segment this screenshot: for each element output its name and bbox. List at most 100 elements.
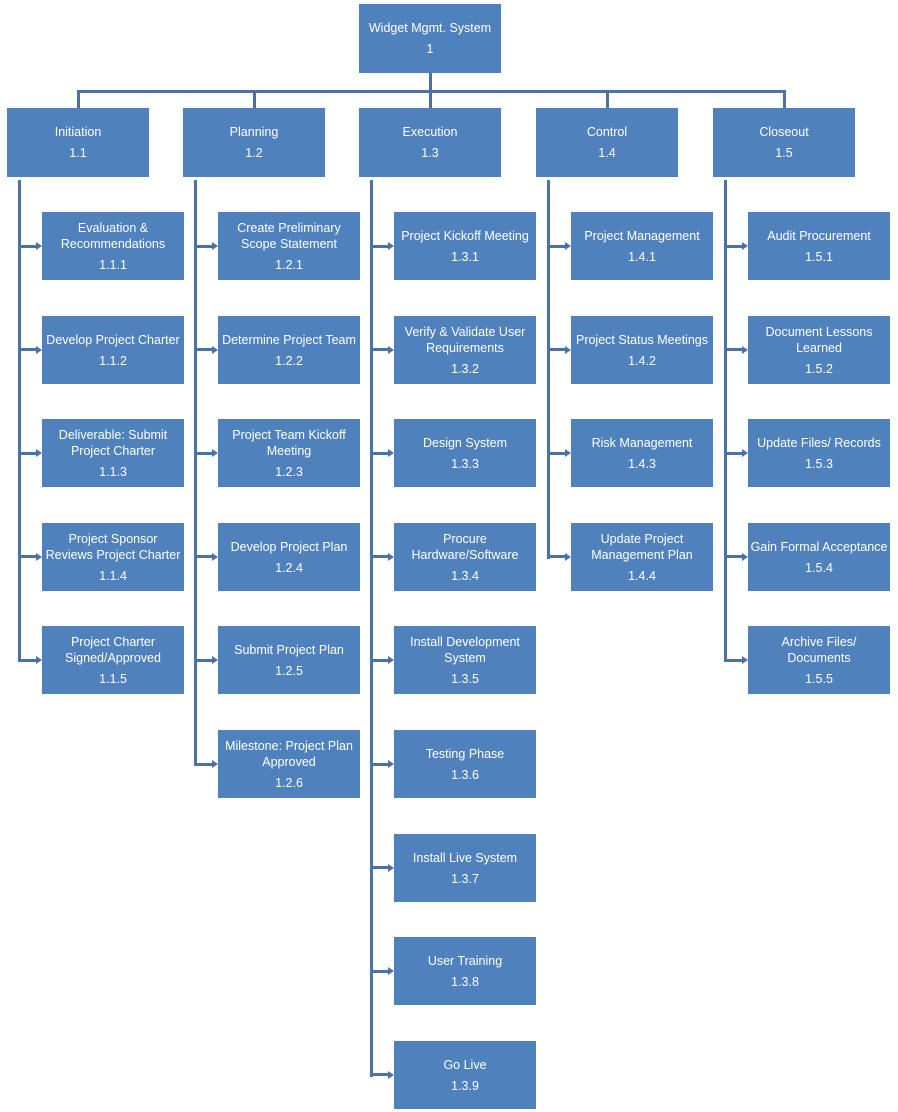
task-node-1-2-6-label: Milestone: Project Plan Approved — [225, 738, 353, 769]
task-node-1-3-9-code: 1.3.9 — [451, 1078, 479, 1093]
child-connector-1-2-1 — [194, 244, 213, 248]
phase-node-execution-code: 1.3 — [421, 146, 439, 160]
child-connector-1-3-2 — [370, 348, 389, 352]
connector-arrowhead-1-1-5 — [36, 656, 42, 665]
phase-node-initiation: Initiation 1.1 — [7, 108, 149, 177]
child-connector-1-3-8 — [370, 969, 389, 973]
root-node-label: Widget Mgmt. System — [368, 21, 492, 35]
task-node-1-2-2-code: 1.2.2 — [275, 353, 303, 368]
connector-arrowhead-1-5-3 — [742, 449, 748, 458]
task-node-1-3-7: Install Live System 1.3.7 — [394, 834, 536, 902]
task-node-1-2-5-code: 1.2.5 — [275, 663, 303, 678]
connector-arrowhead-1-3-6 — [388, 760, 394, 768]
task-node-1-1-3-label: Deliverable: Submit Project Charter — [58, 427, 168, 458]
phase-node-initiation-label: Initiation — [54, 125, 102, 139]
task-node-1-5-2-label: Document Lessons Learned — [765, 324, 873, 355]
child-connector-1-2-6 — [194, 762, 213, 766]
task-node-1-3-7-label: Install Live System — [412, 850, 518, 865]
task-node-1-3-1-label: Project Kickoff Meeting — [401, 228, 529, 243]
phase-spine-5 — [724, 180, 727, 663]
task-node-1-3-4-code: 1.3.4 — [451, 568, 479, 583]
task-node-1-3-1: Project Kickoff Meeting 1.3.1 — [394, 212, 536, 280]
task-node-1-3-3-code: 1.3.3 — [451, 456, 479, 471]
task-node-1-5-3-code: 1.5.3 — [805, 456, 833, 471]
connector-arrowhead-1-3-2 — [388, 345, 394, 354]
phase-node-closeout-label: Closeout — [759, 125, 809, 139]
connector-arrowhead-1-3-9 — [388, 1070, 394, 1079]
task-node-1-3-5-label: Install Development System — [410, 634, 520, 665]
task-node-1-4-3-code: 1.4.3 — [628, 456, 656, 471]
task-node-1-1-4-label: Project Sponsor Reviews Project Charter — [45, 531, 181, 562]
task-node-1-3-9-label: Go Live — [443, 1057, 487, 1072]
task-node-1-3-3: Design System 1.3.3 — [394, 419, 536, 487]
child-connector-1-1-2 — [18, 348, 37, 352]
connector-arrowhead-1-1-1 — [36, 242, 42, 250]
task-node-1-1-3-code: 1.1.3 — [99, 464, 127, 479]
task-node-1-2-1-label: Create Preliminary Scope Statement — [237, 220, 341, 251]
phase-spine-3 — [370, 180, 373, 1077]
task-node-1-2-5-label: Submit Project Plan — [234, 642, 344, 657]
task-node-1-3-7-code: 1.3.7 — [451, 871, 479, 886]
connector-arrowhead-1-2-2 — [212, 345, 218, 354]
task-node-1-1-1-label: Evaluation & Recommendations — [60, 220, 166, 251]
task-node-1-4-4: Update Project Management Plan 1.4.4 — [571, 523, 713, 591]
task-node-1-2-4-label: Develop Project Plan — [230, 539, 348, 554]
connector-arrowhead-1-5-5 — [742, 656, 748, 665]
phase-connector-1 — [76, 91, 80, 108]
child-connector-1-2-4 — [194, 555, 213, 559]
child-connector-1-3-1 — [370, 244, 389, 248]
child-connector-1-5-5 — [724, 658, 743, 662]
task-node-1-3-3-label: Design System — [422, 435, 508, 450]
connector-arrowhead-1-3-7 — [388, 863, 394, 872]
task-node-1-2-4-code: 1.2.4 — [275, 560, 303, 575]
connector-arrowhead-1-1-2 — [36, 345, 42, 354]
task-node-1-1-4-code: 1.1.4 — [99, 568, 127, 583]
child-connector-1-4-3 — [547, 451, 566, 455]
connector-arrowhead-1-5-1 — [742, 242, 748, 250]
phase-spine-1 — [18, 180, 21, 663]
connector-arrowhead-1-5-4 — [742, 552, 748, 561]
task-node-1-5-2-code: 1.5.2 — [805, 361, 833, 376]
phase-node-planning: Planning 1.2 — [183, 108, 325, 177]
task-node-1-3-2-code: 1.3.2 — [451, 361, 479, 376]
child-connector-1-1-3 — [18, 451, 37, 455]
task-node-1-4-2-code: 1.4.2 — [628, 353, 656, 368]
task-node-1-5-4: Gain Formal Acceptance 1.5.4 — [748, 523, 890, 591]
task-node-1-3-8-code: 1.3.8 — [451, 974, 479, 989]
task-node-1-4-1-label: Project Management — [584, 228, 700, 243]
task-node-1-4-4-code: 1.4.4 — [628, 568, 656, 583]
phase-connector-3 — [428, 91, 432, 108]
task-node-1-2-4: Develop Project Plan 1.2.4 — [218, 523, 360, 591]
task-node-1-1-2-label: Develop Project Charter — [46, 332, 180, 347]
task-node-1-5-4-code: 1.5.4 — [805, 560, 833, 575]
child-connector-1-1-4 — [18, 555, 37, 559]
phase-node-planning-label: Planning — [229, 125, 279, 139]
phase-node-initiation-code: 1.1 — [69, 146, 87, 160]
child-connector-1-5-3 — [724, 451, 743, 455]
task-node-1-4-4-label: Update Project Management Plan — [591, 531, 693, 562]
child-connector-1-3-3 — [370, 451, 389, 455]
child-connector-1-2-2 — [194, 348, 213, 352]
task-node-1-3-1-code: 1.3.1 — [451, 249, 479, 264]
task-node-1-5-4-label: Gain Formal Acceptance — [750, 539, 888, 554]
phase-node-control-code: 1.4 — [598, 146, 616, 160]
connector-arrowhead-1-1-3 — [36, 449, 42, 458]
root-connector — [428, 73, 432, 93]
phase-connector-5 — [782, 91, 786, 108]
child-connector-1-3-7 — [370, 866, 389, 870]
phase-node-planning-code: 1.2 — [245, 146, 263, 160]
connector-arrowhead-1-3-5 — [388, 656, 394, 665]
